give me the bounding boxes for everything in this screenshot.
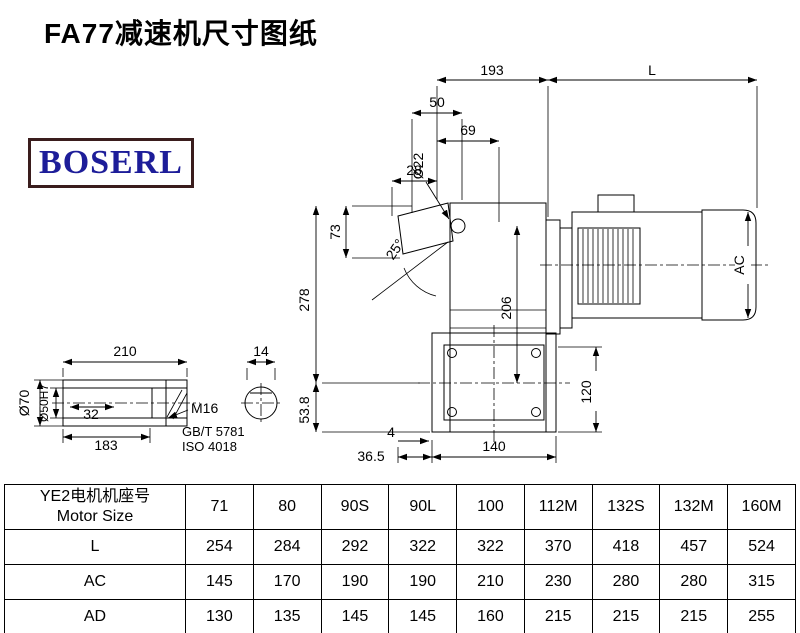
dim-label-206: 206 [498, 296, 514, 320]
cell: 292 [320, 529, 390, 565]
motor-side-view [540, 194, 770, 335]
standard-label-iso: ISO 4018 [182, 439, 237, 454]
dim-label-36-5: 36.5 [357, 448, 384, 464]
dim-label-53-8: 53.8 [296, 396, 312, 423]
cell: 370 [523, 529, 593, 565]
header-motor-size-cn: YE2电机机座号 [39, 488, 151, 505]
dim-label-140: 140 [482, 438, 506, 454]
shaft-end-view [241, 383, 281, 423]
dim-label-thread: M16 [191, 400, 218, 416]
cell: 280 [659, 564, 729, 600]
cell: 190 [388, 564, 458, 600]
dim-label-28: 28 [406, 162, 422, 178]
cell: 215 [591, 599, 661, 633]
cell: 457 [659, 529, 729, 565]
cell: 160 [456, 599, 525, 633]
standard-label-gbt: GB/T 5781 [182, 424, 245, 439]
gearbox-front-view [371, 202, 570, 442]
cell: 145 [185, 564, 254, 600]
cell: 254 [185, 529, 254, 565]
col-header-132S: 132S [591, 484, 661, 530]
col-header-112M: 112M [523, 484, 593, 530]
dim-label-69: 69 [460, 122, 476, 138]
dim-label-32: 32 [83, 406, 99, 422]
cell: 280 [591, 564, 661, 600]
cell: 135 [252, 599, 322, 633]
col-header-100: 100 [456, 484, 525, 530]
cell: 130 [185, 599, 254, 633]
motor-size-table: YE2电机机座号 Motor Size 71 80 90S 90L 100 11… [4, 484, 796, 633]
col-header-160M: 160M [727, 484, 796, 530]
col-header-90L: 90L [388, 484, 458, 530]
cell: 215 [523, 599, 593, 633]
dim-label-210: 210 [113, 343, 137, 359]
dimension-lines [34, 76, 758, 463]
cell: 230 [523, 564, 593, 600]
dimension-labels: 193 L 50 69 Ø22 28 73 278 53.8 25° 206 A… [16, 62, 747, 464]
row-label-L: L [4, 529, 186, 565]
dim-label-hole-dia: Ø22 [410, 153, 426, 180]
cell: 145 [388, 599, 458, 633]
table-row-AC: AC 145 170 190 190 210 230 280 280 315 [4, 564, 796, 600]
cell: 315 [727, 564, 796, 600]
row-label-AC: AC [4, 564, 186, 600]
row-label-AD: AD [4, 599, 186, 633]
dim-label-73: 73 [327, 224, 343, 240]
table-row-AD: AD 130 135 145 145 160 215 215 215 255 [4, 599, 796, 633]
dim-label-AC: AC [731, 255, 747, 274]
cell: 210 [456, 564, 525, 600]
cell: 145 [320, 599, 390, 633]
cell: 524 [727, 529, 796, 565]
shaft-detail-view [52, 379, 200, 427]
dim-label-193: 193 [480, 62, 504, 78]
cell: 215 [659, 599, 729, 633]
cell: 322 [456, 529, 525, 565]
dim-label-183: 183 [94, 437, 118, 453]
dim-label-278: 278 [296, 288, 312, 312]
cell: 170 [252, 564, 322, 600]
page-title: FA77减速机尺寸图纸 [44, 18, 318, 49]
dim-label-14: 14 [253, 343, 269, 359]
logo-text: BOSERL [39, 144, 183, 181]
header-motor-size: YE2电机机座号 Motor Size [4, 484, 186, 530]
col-header-90S: 90S [320, 484, 390, 530]
cell: 190 [320, 564, 390, 600]
cell: 255 [727, 599, 796, 633]
col-header-132M: 132M [659, 484, 729, 530]
cell: 418 [591, 529, 661, 565]
boserl-logo: BOSERL [28, 138, 194, 188]
dim-label-bore: Ø50H7 [37, 384, 51, 422]
dim-label-shaft-od: Ø70 [16, 390, 32, 417]
cell: 322 [388, 529, 458, 565]
col-header-80: 80 [252, 484, 322, 530]
table-row-L: L 254 284 292 322 322 370 418 457 524 [4, 529, 796, 565]
dim-label-L: L [648, 62, 656, 78]
cell: 284 [252, 529, 322, 565]
dim-label-4: 4 [387, 424, 395, 440]
technical-drawing: 193 L 50 69 Ø22 28 73 278 53.8 25° 206 A… [16, 62, 770, 464]
dim-label-angle: 25° [382, 236, 407, 262]
motor-fins [582, 229, 634, 303]
header-motor-size-en: Motor Size [56, 508, 134, 525]
dim-label-50: 50 [429, 94, 445, 110]
table-header-row: YE2电机机座号 Motor Size 71 80 90S 90L 100 11… [4, 484, 796, 530]
col-header-71: 71 [185, 484, 254, 530]
dim-label-120: 120 [578, 380, 594, 404]
